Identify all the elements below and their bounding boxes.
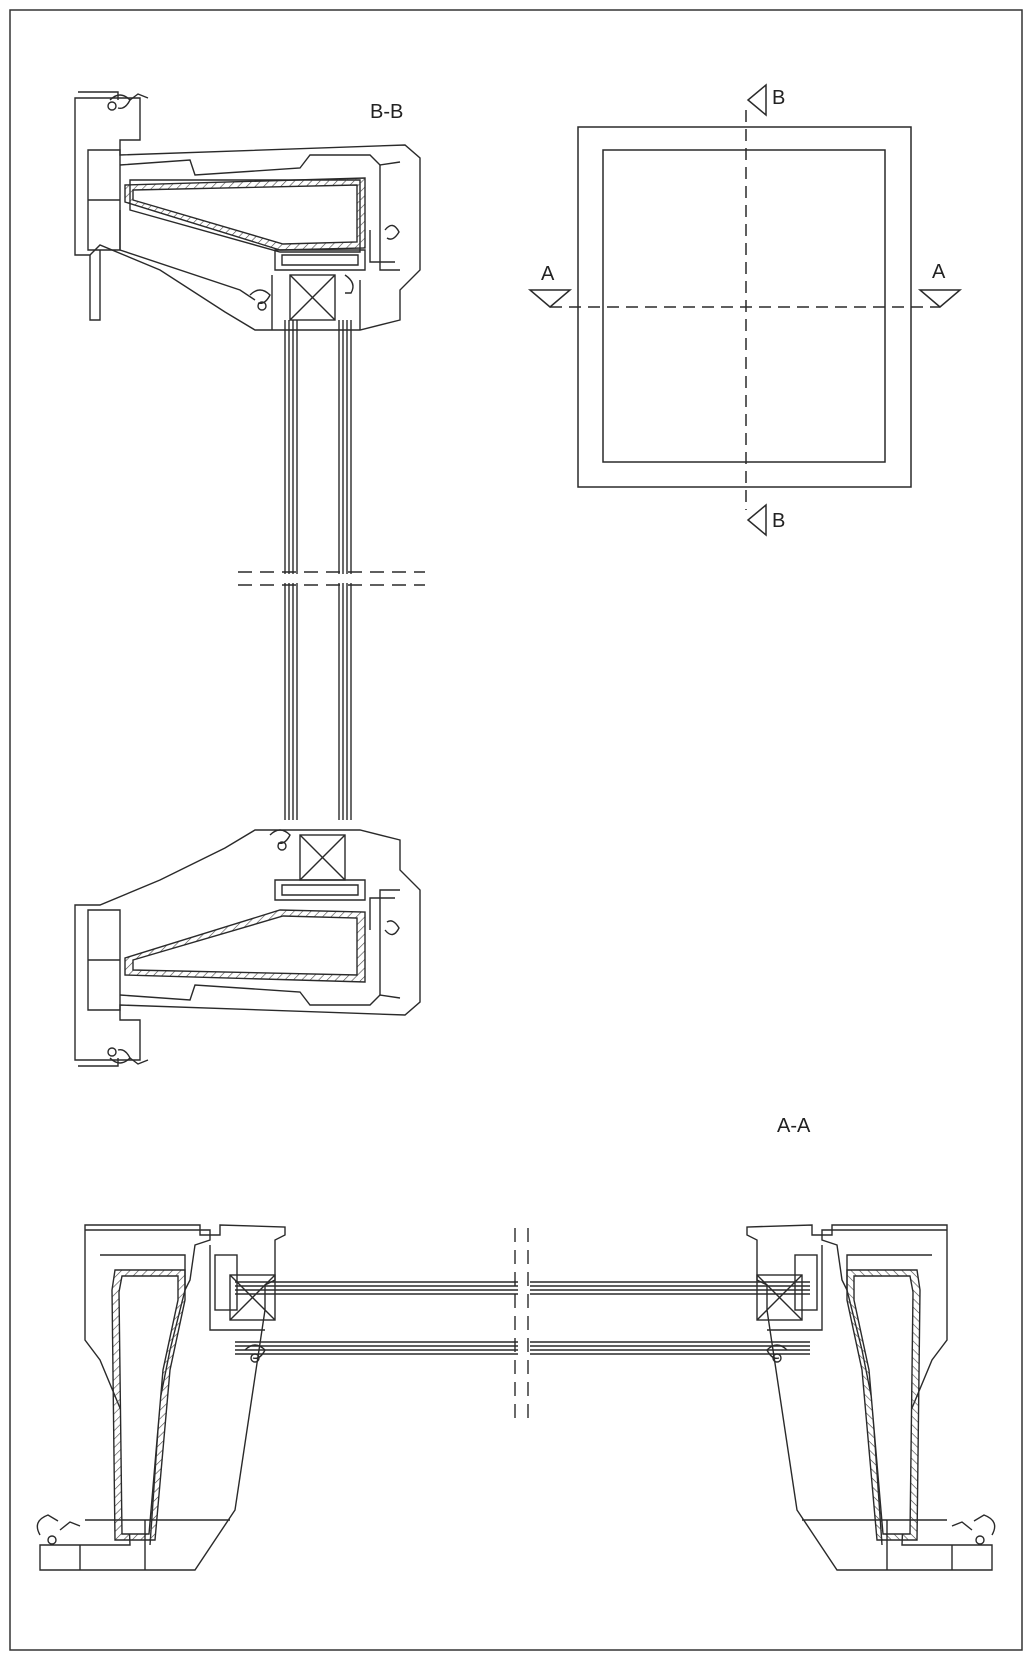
glass-pane-right (338, 320, 352, 820)
break-line-aa (514, 1228, 529, 1420)
key-plan-inner-frame (602, 149, 886, 463)
glass-pane-top (235, 1281, 810, 1295)
section-marker-a-left (527, 289, 573, 308)
key-plan: A A B B (527, 83, 963, 537)
section-marker-b-top (746, 83, 767, 117)
marker-a-left-label: A (541, 263, 555, 285)
glass-pane-left (284, 320, 298, 820)
section-marker-a-right (917, 289, 963, 308)
section-aa: A-A (36, 1115, 996, 1571)
section-bb: B-B (74, 91, 425, 1067)
sheet-border (9, 9, 1023, 1651)
section-bb-title: B-B (370, 101, 403, 123)
break-line-bb (238, 571, 425, 586)
marker-b-bottom-label: B (772, 510, 785, 532)
marker-b-top-label: B (772, 87, 785, 109)
section-marker-b-bottom (746, 503, 767, 537)
marker-a-right-label: A (932, 261, 946, 283)
glass-pane-bottom (235, 1341, 810, 1355)
section-aa-title: A-A (777, 1115, 811, 1137)
